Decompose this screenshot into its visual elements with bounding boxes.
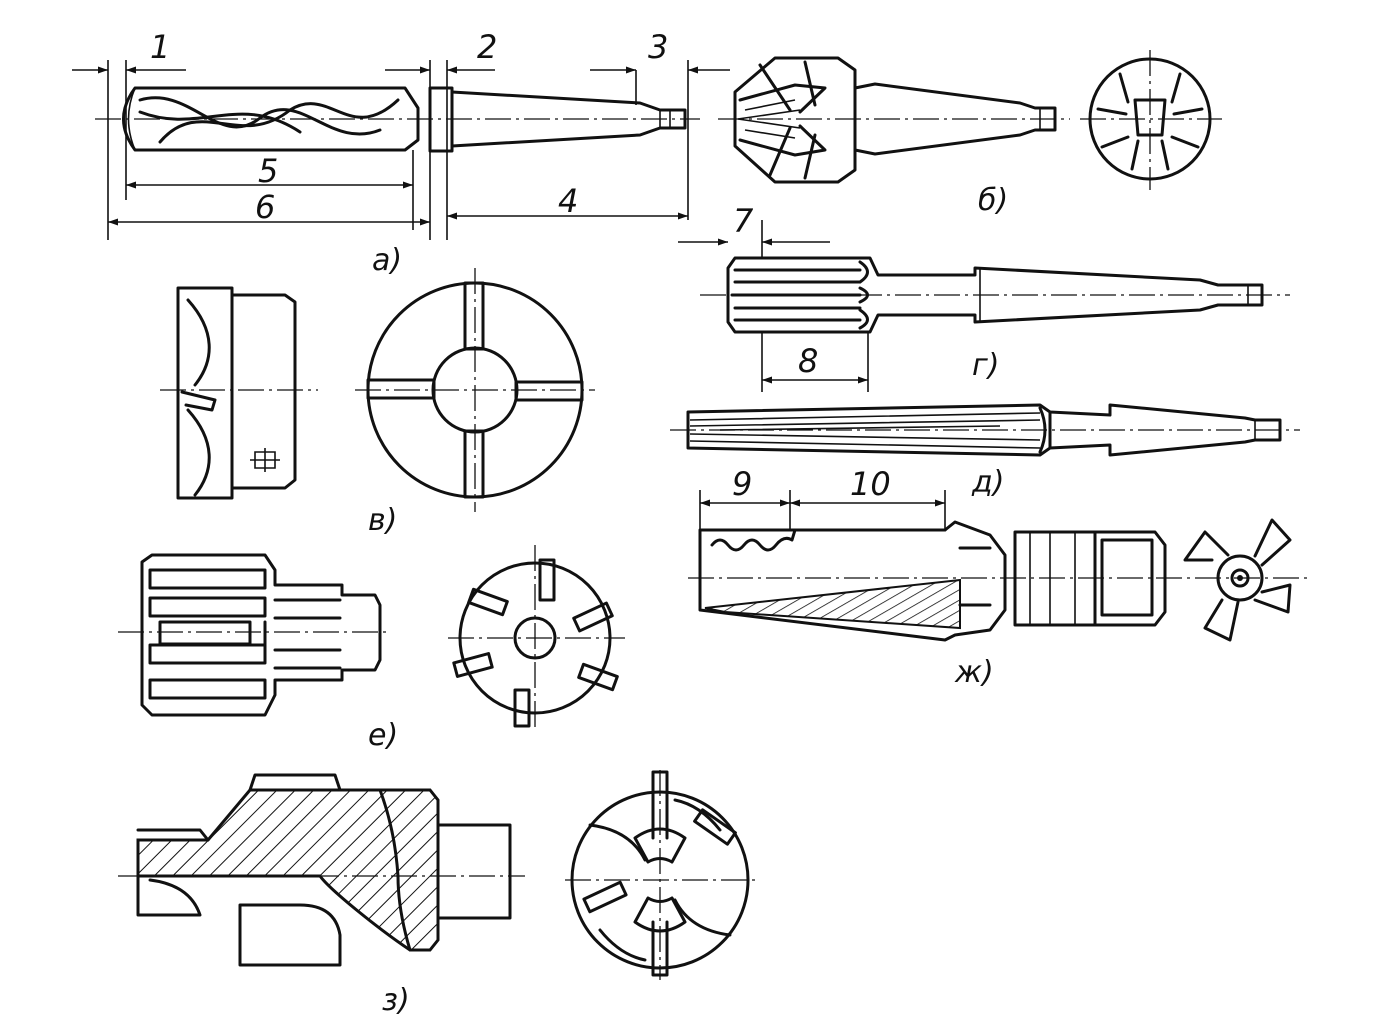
taper-shank bbox=[853, 82, 1057, 156]
taper-shank bbox=[450, 90, 687, 148]
reamer-head bbox=[698, 520, 1007, 642]
callout-7: 7 bbox=[733, 202, 754, 240]
fluted-body bbox=[122, 86, 420, 152]
figure-a-tapered-reamer: 1 2 3 4 5 6 а) bbox=[72, 28, 730, 278]
caption-b: б) bbox=[978, 183, 1008, 218]
caption-g: г) bbox=[972, 348, 999, 383]
caption-d: д) bbox=[971, 465, 1004, 500]
callout-1: 1 bbox=[150, 28, 170, 66]
conical-head bbox=[733, 56, 857, 184]
caption-v: в) bbox=[368, 503, 397, 538]
counterbore-body bbox=[726, 256, 1264, 334]
figure-g-counterbore: 7 8 г) bbox=[678, 202, 1290, 392]
figure-zh-carbide-reamer: 9 10 ж) bbox=[688, 465, 1310, 690]
callout-8: 8 bbox=[798, 342, 818, 380]
callout-6: 6 bbox=[255, 188, 275, 226]
reamer-body bbox=[140, 553, 382, 717]
end-view bbox=[1216, 554, 1264, 602]
reamer-body bbox=[686, 403, 1282, 457]
callout-9: 9 bbox=[732, 465, 752, 503]
callout-10: 10 bbox=[850, 465, 891, 503]
callout-2: 2 bbox=[477, 28, 497, 66]
figure-b-conical-countersink: б) bbox=[718, 50, 1222, 218]
callout-4: 4 bbox=[558, 182, 578, 220]
caption-z: з) bbox=[382, 983, 410, 1018]
figure-z-stepped-reamer: з) bbox=[118, 770, 760, 1018]
figure-d-long-reamer: д) bbox=[670, 403, 1300, 500]
figure-v-shell-reamer: в) bbox=[160, 268, 595, 538]
section-hatched bbox=[136, 788, 440, 952]
caption-zh: ж) bbox=[954, 655, 994, 690]
callout-3: 3 bbox=[648, 28, 668, 66]
callout-5: 5 bbox=[258, 152, 278, 190]
figure-e-inserted-blade-reamer: е) bbox=[118, 545, 625, 753]
caption-a: а) bbox=[372, 243, 402, 278]
shank bbox=[436, 823, 512, 920]
shell-body bbox=[176, 286, 297, 500]
caption-e: е) bbox=[368, 718, 398, 753]
